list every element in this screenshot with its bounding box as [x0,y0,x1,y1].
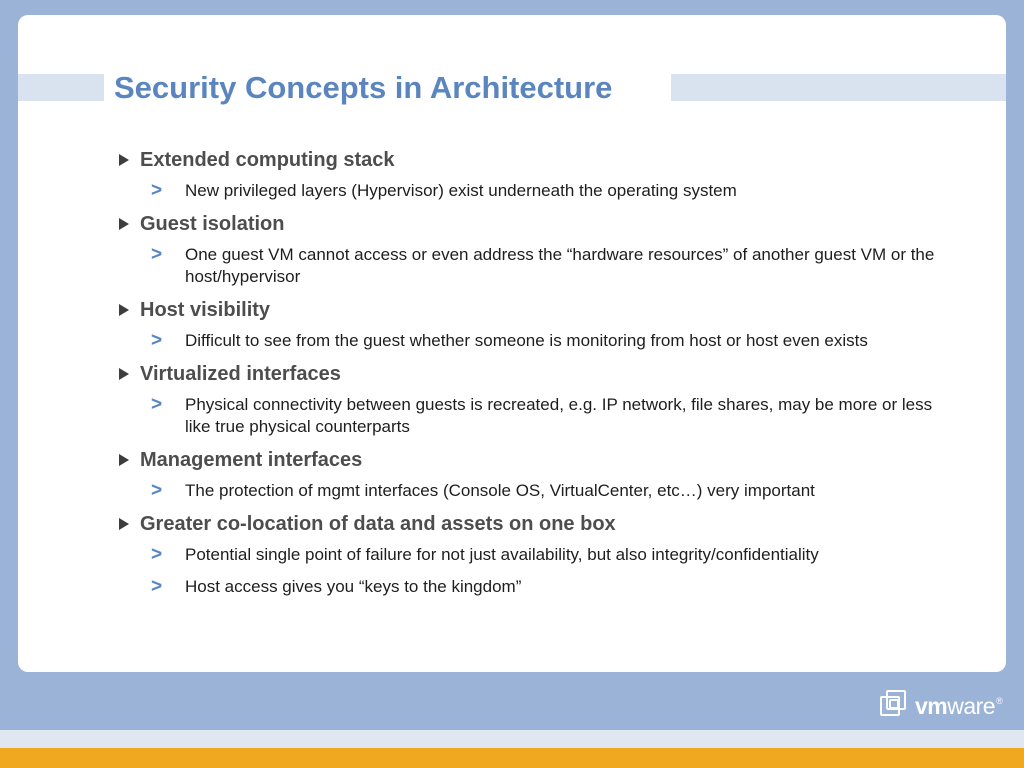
triangle-bullet-icon [119,368,129,380]
bullet-item: Virtualized interfaces [119,362,959,386]
logo-suffix: ware [947,693,996,719]
chevron-right-icon: > [151,180,163,201]
chevron-right-icon: > [151,244,163,265]
bullet-item: Host visibility [119,298,959,322]
footer-band [0,730,1024,748]
title-band-right [671,74,1006,101]
slide-card: Security Concepts in Architecture Extend… [18,15,1006,672]
sub-bullet-item: > Difficult to see from the guest whethe… [119,330,959,352]
sub-bullet-text: Potential single point of failure for no… [185,545,819,564]
bullet-item: Management interfaces [119,448,959,472]
chevron-right-icon: > [151,330,163,351]
sub-bullet-item: > Potential single point of failure for … [119,544,959,566]
triangle-bullet-icon [119,518,129,530]
triangle-bullet-icon [119,154,129,166]
sub-bullet-item: > Host access gives you “keys to the kin… [119,576,959,598]
triangle-bullet-icon [119,454,129,466]
bullet-item: Greater co-location of data and assets o… [119,512,959,536]
chevron-right-icon: > [151,480,163,501]
sub-bullet-item: > One guest VM cannot access or even add… [119,244,959,288]
bullet-item: Extended computing stack [119,148,959,172]
triangle-bullet-icon [119,304,129,316]
sub-bullet-text: Physical connectivity between guests is … [185,395,933,436]
sub-bullet-text: New privileged layers (Hypervisor) exist… [185,181,737,200]
vmware-wordmark: vmware® [915,687,1003,720]
bullet-heading: Virtualized interfaces [140,363,341,385]
chevron-right-icon: > [151,544,163,565]
bullet-item: Guest isolation [119,212,959,236]
sub-bullet-text: The protection of mgmt interfaces (Conso… [185,481,815,500]
vmware-logo-icon [880,689,908,718]
bullet-heading: Management interfaces [140,449,363,471]
title-band-left [18,74,104,101]
slide-title: Security Concepts in Architecture [114,70,619,106]
bullet-heading: Host visibility [140,299,271,321]
bullet-heading: Greater co-location of data and assets o… [140,513,616,535]
sub-bullet-text: Difficult to see from the guest whether … [185,331,868,350]
sub-bullet-text: One guest VM cannot access or even addre… [185,245,935,286]
sub-bullet-item: > The protection of mgmt interfaces (Con… [119,480,959,502]
sub-bullet-item: > New privileged layers (Hypervisor) exi… [119,180,959,202]
footer-accent-bar [0,748,1024,768]
bullet-heading: Extended computing stack [140,149,395,171]
sub-bullet-text: Host access gives you “keys to the kingd… [185,577,522,596]
vmware-logo: vmware® [880,687,1003,720]
registered-mark: ® [996,696,1003,706]
chevron-right-icon: > [151,394,163,415]
bullet-list: Extended computing stack > New privilege… [119,148,959,598]
logo-prefix: vm [915,693,948,719]
sub-bullet-item: > Physical connectivity between guests i… [119,394,959,438]
bullet-heading: Guest isolation [140,213,285,235]
chevron-right-icon: > [151,576,163,597]
triangle-bullet-icon [119,218,129,230]
